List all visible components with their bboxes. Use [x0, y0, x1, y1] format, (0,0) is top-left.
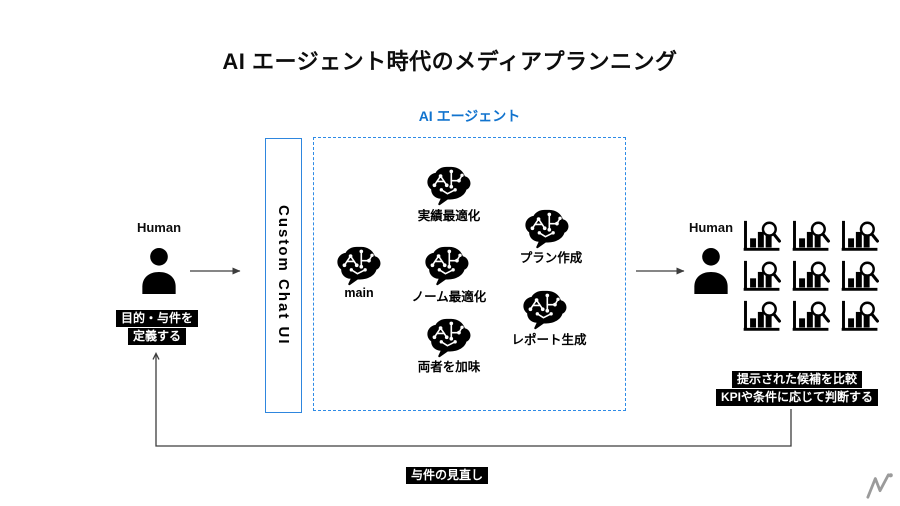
agent-section-heading: AI エージェント — [418, 108, 521, 124]
bar-chart-magnifier-icon — [742, 300, 782, 333]
agent-node-label: ノーム最適化 — [411, 290, 487, 304]
feedback-label: 与件の見直し — [405, 466, 489, 484]
ai-brain-icon — [336, 246, 382, 286]
caption-line: 定義する — [127, 328, 187, 345]
ai-brain-icon — [522, 290, 568, 330]
results-grid — [742, 220, 880, 333]
ai-brain-icon — [426, 166, 472, 206]
ai-brain-icon — [424, 246, 470, 286]
caption-line: 目的・与件を — [115, 310, 199, 327]
agent-node-label: 両者を加味 — [417, 360, 481, 374]
input-caption: 目的・与件を 定義する — [115, 309, 199, 345]
bar-chart-magnifier-icon — [840, 220, 880, 253]
media-logo-icon — [866, 472, 894, 500]
custom-chat-ui-label: Custom Chat UI — [275, 205, 292, 346]
agent-node-label: レポート生成 — [511, 333, 587, 347]
bar-chart-magnifier-icon — [742, 220, 782, 253]
page-title: AI エージェント時代のメディアプランニング — [222, 49, 678, 74]
agent-node-label: プラン作成 — [519, 251, 583, 265]
custom-chat-ui-panel: Custom Chat UI — [265, 138, 302, 413]
bar-chart-magnifier-icon — [791, 260, 831, 293]
ai-brain-icon — [426, 318, 472, 358]
caption-line: KPIや条件に応じて判断する — [715, 389, 879, 406]
output-caption: 提示された候補を比較 KPIや条件に応じて判断する — [715, 370, 879, 406]
bar-chart-magnifier-icon — [742, 260, 782, 293]
human-left-label: Human — [136, 220, 182, 235]
bar-chart-magnifier-icon — [791, 300, 831, 333]
bar-chart-magnifier-icon — [840, 300, 880, 333]
agent-node-label: 実績最適化 — [417, 209, 481, 223]
human-right-label: Human — [688, 220, 734, 235]
bar-chart-magnifier-icon — [791, 220, 831, 253]
caption-line: 提示された候補を比較 — [731, 371, 863, 388]
bar-chart-magnifier-icon — [840, 260, 880, 293]
ai-brain-icon — [524, 209, 570, 249]
person-icon — [691, 247, 731, 294]
agent-node-label: main — [344, 286, 374, 300]
person-icon — [139, 247, 179, 294]
